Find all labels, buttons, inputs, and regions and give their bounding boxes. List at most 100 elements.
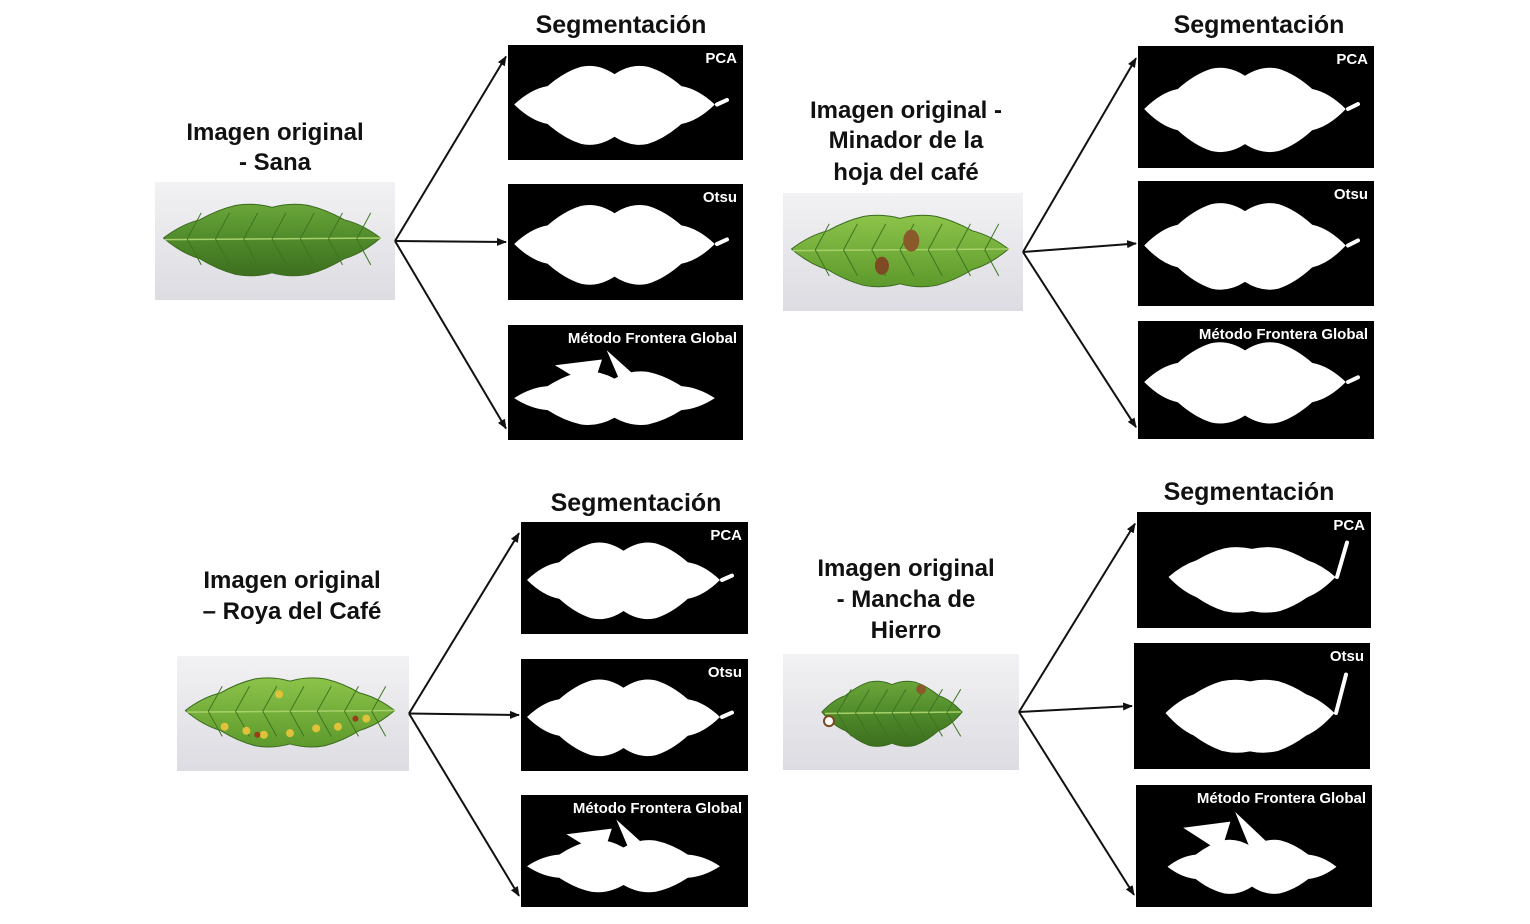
panel-sana-otsu: Otsu: [508, 184, 743, 300]
lesion-spot: [874, 256, 889, 275]
method-label: PCA: [1333, 517, 1365, 534]
rust-spot: [220, 722, 229, 731]
segmentation-mask: [1167, 839, 1337, 894]
segmentation-mask: [527, 542, 720, 620]
flow-arrow: [1022, 251, 1137, 429]
method-label: PCA: [705, 50, 737, 67]
flow-arrow: [1022, 57, 1137, 253]
panel-minador-frontera: Método Frontera Global: [1138, 321, 1374, 439]
original-title-line: Imagen original: [817, 555, 994, 582]
leaf-vein: [843, 249, 858, 277]
leaf-vein: [328, 238, 343, 266]
original-title-line: Imagen original -: [810, 97, 1002, 124]
mask-petiole: [1334, 672, 1348, 715]
segmentation-title: Segmentación: [1174, 11, 1345, 39]
leaf-vein: [356, 212, 372, 240]
leaf-vein: [946, 712, 962, 737]
mask-fragment: [616, 819, 658, 863]
leaf-vein: [836, 688, 852, 714]
leaf-vein: [344, 711, 359, 737]
leaf-vein: [299, 238, 315, 266]
leaf-vein: [262, 711, 278, 737]
original-photo-mancha: [783, 654, 1019, 770]
panel-roya-pca: PCA: [521, 522, 748, 634]
method-label: Método Frontera Global: [573, 800, 742, 817]
leaf-vein: [289, 711, 305, 737]
method-label: Método Frontera Global: [1199, 326, 1368, 343]
original-photo-roya: [177, 656, 409, 771]
leaf-vein: [356, 238, 372, 266]
leaf-vein: [909, 712, 925, 737]
iron-spot: [916, 684, 927, 695]
leaf-vein: [344, 685, 359, 712]
mask-petiole: [1346, 375, 1360, 384]
leaf-vein: [371, 711, 387, 737]
leaf-vein: [207, 685, 223, 712]
segmentation-mask: [527, 840, 720, 893]
leaf-vein: [928, 712, 943, 737]
segmentation-mask: [514, 65, 715, 145]
leaf-vein: [956, 249, 971, 277]
rust-spot: [333, 722, 342, 731]
rust-spot: [362, 714, 371, 723]
original-title-line: Minador de la: [829, 127, 984, 154]
segmentation-mask: [1144, 67, 1346, 153]
flow-arrow: [394, 240, 507, 430]
mask-fragment: [555, 359, 602, 389]
segmentation-mask: [527, 679, 720, 757]
original-title-line: hoja del café: [833, 159, 978, 186]
panel-minador-otsu: Otsu: [1138, 181, 1374, 306]
flow-arrow: [408, 532, 520, 715]
mask-fragment: [1183, 821, 1231, 853]
segmentation-mask: [514, 371, 715, 425]
segmentation-title: Segmentación: [1164, 478, 1335, 506]
flow-arrow: [394, 55, 507, 242]
iron-spot: [823, 715, 835, 728]
mask-petiole: [1335, 540, 1349, 579]
lesion-spot: [903, 229, 920, 252]
panel-mancha-frontera: Método Frontera Global: [1136, 785, 1372, 907]
panel-roya-otsu: Otsu: [521, 659, 748, 771]
original-title-line: - Mancha de: [837, 586, 976, 613]
original-title-line: - Sana: [239, 149, 312, 176]
leaf-vein: [836, 712, 852, 737]
leaf-vein: [215, 212, 230, 240]
method-label: Otsu: [708, 664, 742, 681]
leaf-midrib: [186, 709, 396, 713]
method-label: Otsu: [1330, 648, 1364, 665]
panel-minador-pca: PCA: [1138, 46, 1374, 168]
leaf-vein: [814, 223, 830, 251]
segmentation-mask: [1165, 679, 1335, 753]
leaf-vein: [843, 223, 858, 251]
leaf-vein: [271, 212, 287, 240]
original-photo-minador: [783, 193, 1023, 311]
flow-arrow: [408, 710, 520, 719]
leaf-vein: [299, 212, 315, 240]
leaf-vein: [243, 238, 259, 266]
rust-spot: [259, 730, 268, 739]
method-label: Método Frontera Global: [1197, 790, 1366, 807]
leaf-vein: [207, 711, 223, 737]
panel-sana-frontera: Método Frontera Global: [508, 325, 743, 440]
method-label: PCA: [710, 527, 742, 544]
segmentation-mask: [1144, 203, 1346, 290]
leaf-vein: [891, 712, 907, 737]
leaf-vein: [289, 685, 305, 712]
mask-petiole: [1346, 102, 1360, 111]
original-title-line: – Roya del Café: [203, 598, 382, 625]
flow-arrow: [1018, 711, 1135, 896]
original-photo-sana: [155, 182, 395, 300]
leaf-vein: [271, 238, 287, 266]
leaf-vein: [984, 223, 1000, 251]
mask-petiole: [715, 237, 729, 246]
rust-spot: [352, 715, 359, 722]
leaf-vein: [928, 688, 943, 714]
original-title-line: Hierro: [871, 617, 942, 644]
leaf-vein: [855, 688, 870, 714]
leaf-vein: [328, 212, 343, 240]
rust-spot: [312, 724, 321, 733]
leaf-vein: [371, 685, 387, 712]
leaf-vein: [243, 212, 259, 240]
leaf-vein: [927, 249, 943, 277]
